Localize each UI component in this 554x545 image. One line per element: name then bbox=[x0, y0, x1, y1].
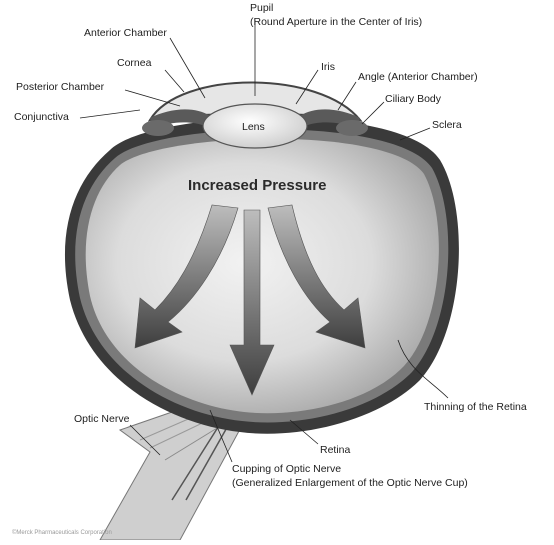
label-lens: Lens bbox=[242, 121, 265, 133]
label-increased-pressure: Increased Pressure bbox=[188, 177, 326, 194]
leader-anterior-chamber bbox=[170, 38, 205, 98]
label-conjunctiva: Conjunctiva bbox=[14, 111, 69, 123]
label-cornea: Cornea bbox=[117, 57, 152, 69]
label-cupping: Cupping of Optic Nerve bbox=[232, 463, 341, 475]
label-cupping-desc: (Generalized Enlargement of the Optic Ne… bbox=[232, 477, 468, 489]
label-angle: Angle (Anterior Chamber) bbox=[358, 71, 478, 83]
label-retina: Retina bbox=[320, 444, 351, 456]
label-ciliary-body: Ciliary Body bbox=[385, 93, 442, 105]
leader-conjunctiva bbox=[80, 110, 140, 118]
leader-ciliary-body bbox=[362, 102, 384, 124]
label-posterior-chamber: Posterior Chamber bbox=[16, 81, 105, 93]
ciliary-body-left bbox=[142, 120, 174, 136]
leader-cornea bbox=[165, 70, 184, 92]
label-iris: Iris bbox=[321, 61, 335, 73]
label-anterior-chamber: Anterior Chamber bbox=[84, 27, 167, 39]
leader-posterior-chamber bbox=[125, 90, 180, 106]
credit-line: ©Merck Pharmaceuticals Corporation bbox=[12, 529, 112, 536]
leader-sclera bbox=[400, 128, 430, 140]
label-sclera: Sclera bbox=[432, 119, 462, 131]
label-pupil: Pupil bbox=[250, 2, 273, 14]
label-pupil-desc: (Round Aperture in the Center of Iris) bbox=[250, 16, 422, 28]
leader-angle bbox=[338, 82, 356, 110]
label-optic-nerve: Optic Nerve bbox=[74, 413, 130, 425]
label-thinning-retina: Thinning of the Retina bbox=[424, 401, 527, 413]
